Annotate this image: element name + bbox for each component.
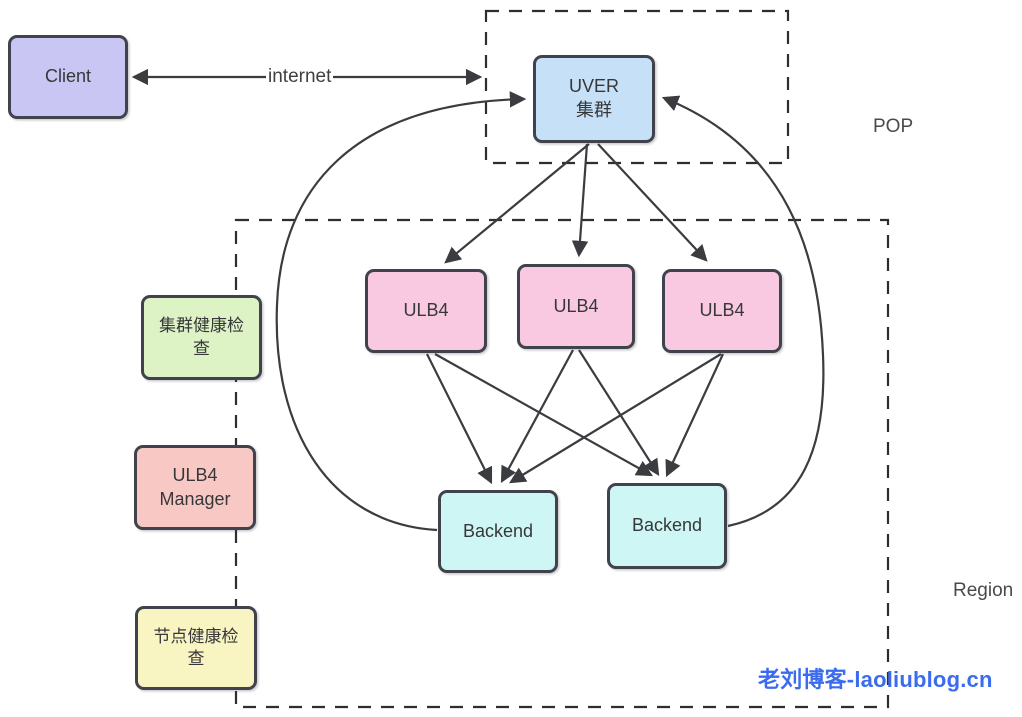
pop-group-outline xyxy=(484,9,790,165)
edge-ulb4b-backendb xyxy=(578,349,660,476)
pop-group-label: POP xyxy=(873,116,914,137)
node-backend-a: Backend xyxy=(438,490,558,573)
node-ulb4-b: ULB4 xyxy=(517,264,635,349)
edge-ulb4a-backendb xyxy=(434,353,654,477)
node-cluster-health-check-label: 集群健康检查 xyxy=(159,316,244,358)
edge-backendb-uver-arc xyxy=(661,95,825,528)
node-ulb4-a-label: ULB4 xyxy=(403,300,449,321)
node-client: Client xyxy=(8,35,128,119)
node-cluster-health-check: 集群健康检查 xyxy=(141,295,262,380)
edge-uver-ulb4-a xyxy=(444,143,590,264)
node-backend-b: Backend xyxy=(607,483,727,569)
edge-uver-ulb4-b xyxy=(571,143,589,258)
node-backend-a-label: Backend xyxy=(462,520,534,541)
edge-ulb4c-backenda xyxy=(509,353,722,484)
node-ulb4-a: ULB4 xyxy=(365,269,487,353)
node-node-health-check: 节点健康检查 xyxy=(135,606,257,690)
node-ulb4-b-label: ULB4 xyxy=(553,295,599,316)
node-backend-b-label: Backend xyxy=(631,515,703,536)
edge-uver-ulb4-c xyxy=(597,143,708,262)
node-client-label: Client xyxy=(44,66,92,87)
node-uver-label-line2: 集群 xyxy=(576,100,612,120)
edge-backenda-uver-arc xyxy=(275,91,527,532)
edge-ulb4b-backenda xyxy=(500,349,574,484)
node-uver-label-line1: UVER xyxy=(568,76,619,97)
edge-ulb4c-backendb xyxy=(665,353,724,478)
edge-ulb4a-backenda xyxy=(426,353,493,485)
node-ulb4-manager: ULB4 Manager xyxy=(134,445,256,530)
node-ulb4-manager-label: ULB4 Manager xyxy=(159,464,231,509)
watermark-text: 老刘博客-laoliublog.cn xyxy=(758,667,993,692)
node-node-health-check-label: 节点健康检查 xyxy=(153,626,239,668)
node-uver-cluster: UVER 集群 xyxy=(533,55,655,143)
internet-edge-label: internet xyxy=(266,66,334,88)
node-ulb4-c-label: ULB4 xyxy=(699,300,745,321)
region-group-label: Region xyxy=(953,580,1014,601)
node-ulb4-c: ULB4 xyxy=(662,269,782,353)
